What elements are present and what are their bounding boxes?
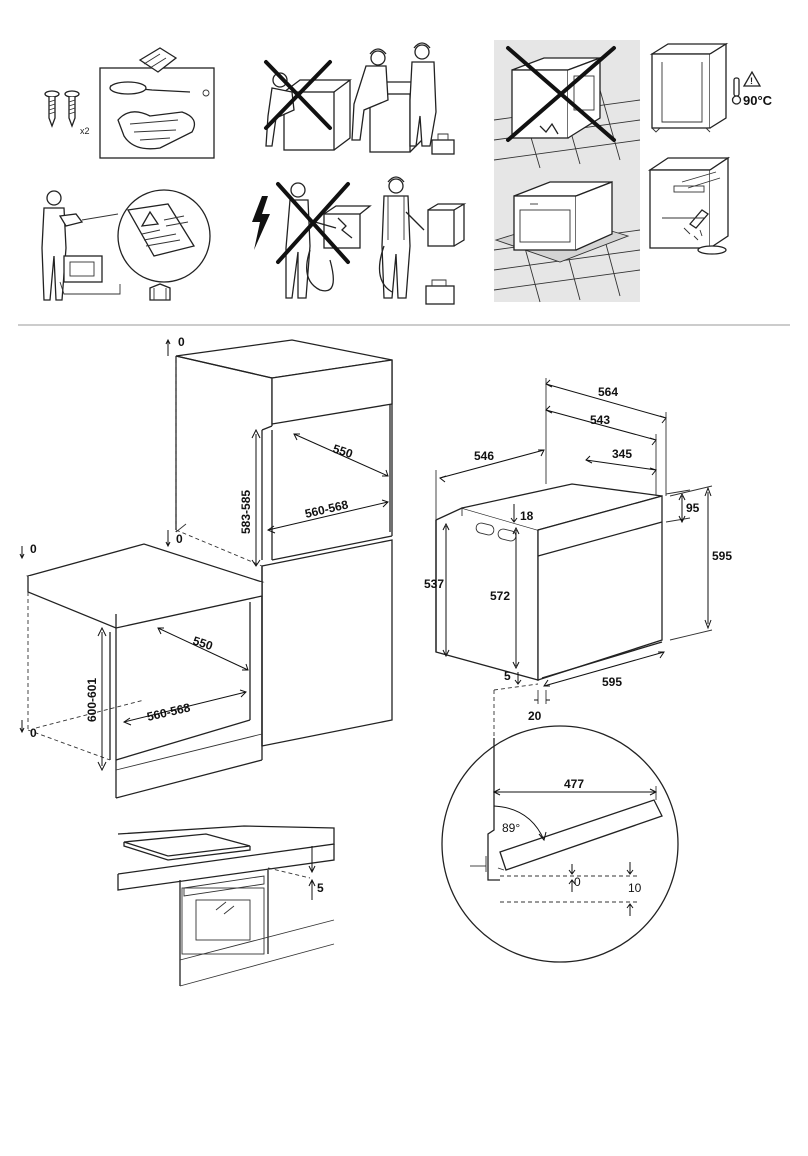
svg-text:543: 543 [590, 413, 610, 427]
dim-panel-offset: 18 [510, 504, 534, 523]
screws-icon: x2 [44, 90, 90, 136]
max-temperature: 90°C [743, 93, 773, 108]
column-niche-depth: 550 [293, 433, 389, 477]
single-lift-prohibited-icon [264, 60, 352, 151]
door-gap-min: 0 [568, 864, 581, 892]
column-installation-drawing: 0 0 583-585 550 560-568 [165, 335, 393, 747]
oven-on-floor-prohibited-icon [506, 46, 616, 142]
door-length-dimension: 477 [492, 777, 658, 800]
undercounter-niche-height: 600-601 [85, 626, 107, 772]
svg-text:0: 0 [30, 726, 37, 740]
svg-text:560-568: 560-568 [146, 700, 192, 724]
svg-text:595: 595 [712, 549, 732, 563]
worktop-gap-dimension: 5 [308, 846, 324, 900]
svg-text:546: 546 [474, 449, 494, 463]
column-top-clearance: 0 [165, 335, 185, 356]
cabinet-cleaning-icon [647, 156, 731, 255]
dim-door-offset: 20 [528, 690, 550, 723]
svg-text:477: 477 [564, 777, 584, 791]
dim-side-height: 537 [424, 522, 450, 658]
svg-text:!: ! [750, 76, 753, 86]
door-detail-magnifier: 477 89° 0 10 [441, 725, 679, 963]
svg-text:550: 550 [331, 442, 355, 462]
svg-text:10: 10 [628, 881, 642, 895]
undercounter-top-clearance: 0 [19, 542, 37, 560]
dim-total-height: 595 [669, 485, 732, 641]
svg-text:560-568: 560-568 [304, 497, 350, 521]
svg-text:595: 595 [602, 675, 622, 689]
read-manual-icon [41, 189, 211, 301]
dim-panel-height: 95 [665, 489, 700, 524]
svg-text:18: 18 [520, 509, 534, 523]
undercounter-installation-drawing: 0 0 600-601 550 560-568 [19, 542, 265, 799]
oven-dimension-drawing: 564 543 345 546 18 95 [424, 378, 732, 740]
safety-icons: x2 [41, 40, 773, 305]
door-angle: 89° [493, 805, 547, 842]
tools-gloves-icon [99, 47, 215, 159]
dim-width: 595 [543, 651, 665, 689]
svg-text:345: 345 [612, 447, 632, 461]
svg-text:0: 0 [574, 875, 581, 889]
svg-text:5: 5 [317, 881, 324, 895]
svg-text:583-585: 583-585 [239, 490, 253, 534]
worktop-gap-drawing: 5 [117, 825, 335, 987]
svg-text:95: 95 [686, 501, 700, 515]
column-niche-height: 583-585 [239, 428, 261, 567]
cabinet-temperature-icon: ! 90°C [649, 42, 773, 133]
svg-text:550: 550 [191, 634, 215, 654]
oven-on-support-icon [494, 181, 630, 263]
svg-text:572: 572 [490, 589, 510, 603]
svg-text:5: 5 [504, 669, 511, 683]
undercounter-niche-depth: 550 [157, 627, 249, 671]
svg-text:20: 20 [528, 709, 542, 723]
screw-count: x2 [80, 126, 90, 136]
column-niche-width: 560-568 [266, 497, 389, 534]
svg-text:89°: 89° [502, 821, 520, 835]
two-person-lift-icon [351, 42, 455, 155]
electric-hazard-prohibited-icon [252, 182, 372, 299]
door-gap-max: 10 [626, 862, 642, 916]
svg-text:537: 537 [424, 577, 444, 591]
svg-text:0: 0 [30, 542, 37, 556]
svg-text:0: 0 [178, 335, 185, 349]
dim-body-depth: 543 [545, 405, 657, 496]
dim-side-depth: 345 [585, 447, 657, 476]
dim-bottom-offset: 5 [504, 669, 522, 685]
dim-total-depth: 564 [545, 378, 667, 496]
column-bottom-clearance: 0 [165, 530, 183, 548]
svg-text:564: 564 [598, 385, 618, 399]
undercounter-bottom-clearance: 0 [19, 720, 37, 740]
svg-text:600-601: 600-601 [85, 678, 99, 722]
dim-front-depth: 546 [435, 449, 545, 520]
dim-body-height: 572 [490, 526, 520, 670]
undercounter-niche-width: 560-568 [122, 689, 247, 726]
svg-text:0: 0 [176, 532, 183, 546]
qualified-electrician-icon [378, 176, 467, 305]
